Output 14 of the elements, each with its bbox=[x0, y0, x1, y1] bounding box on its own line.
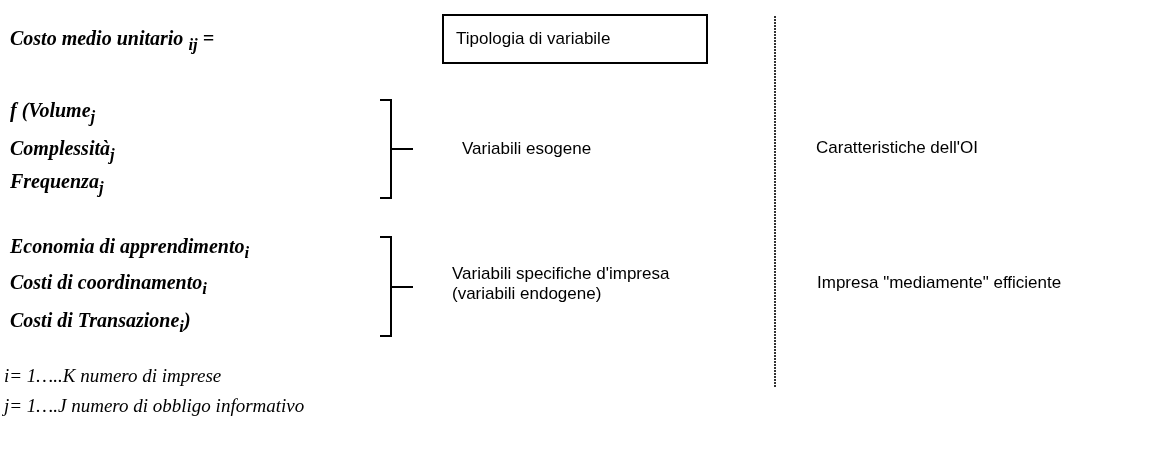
variable-type-box: Tipologia di variabile bbox=[442, 14, 708, 64]
formula-text: f (Volume$_{j}$ bbox=[10, 97, 96, 127]
category-label: Variabili specifiche d'impresa (variabili endogene) bbox=[452, 263, 671, 305]
category-label: Caratteristiche dell'OI bbox=[816, 137, 978, 159]
formula-text: Frequenza$_{j}$ bbox=[10, 168, 104, 198]
note-text: j= 1….J numero di obbligo informativo bbox=[4, 394, 305, 418]
formula-text: Costi di Transazione$_{i}$) bbox=[10, 307, 191, 337]
formula-text: Complessità$_{j}$ bbox=[10, 135, 115, 165]
category-label: Impresa "mediamente" efficiente bbox=[817, 272, 1062, 294]
formula-text: Economia di apprendimento$_{i}$ bbox=[10, 233, 250, 263]
formula-text: Costi di coordinamento$_{i}$ bbox=[10, 269, 207, 299]
category-label: Variabili esogene bbox=[462, 138, 592, 160]
note-text: i= 1…..K numero di imprese bbox=[4, 364, 222, 388]
formula-text: Costo medio unitario $_{ij}$ = bbox=[10, 25, 215, 55]
